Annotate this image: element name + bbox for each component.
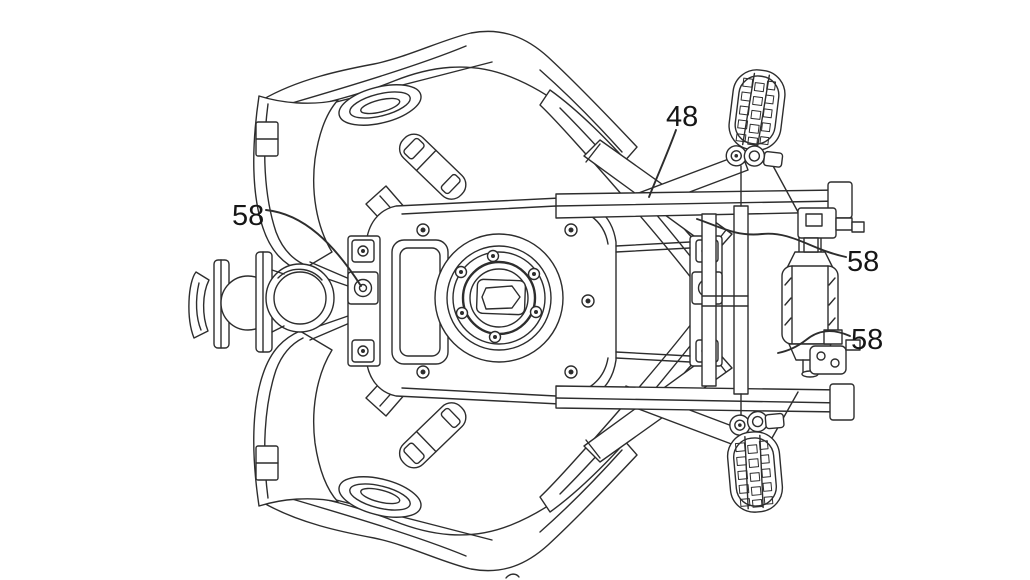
- wheel-upper-right: [725, 69, 786, 168]
- label-58-right-lower: 58: [851, 324, 883, 356]
- exhaust-end-ring-outer: [265, 263, 335, 333]
- exhaust-end-ring-inner: [273, 271, 327, 325]
- lower-rail-contour: [555, 397, 843, 404]
- bracket-lower-right: [809, 329, 861, 375]
- tire-outline: [726, 431, 784, 513]
- exhaust-ring-highlight: [277, 268, 323, 281]
- label-58-left: 58: [232, 200, 264, 232]
- wheel-hub-upper: [725, 145, 784, 168]
- exhaust-outlet: [188, 251, 335, 353]
- leader-58-right-lower: [777, 330, 851, 354]
- lower-rail-end-plate: [829, 383, 855, 421]
- tire-knobs: [735, 77, 777, 146]
- rear-frame: [555, 163, 855, 439]
- tire-inner: [732, 437, 778, 507]
- leader-lines: [265, 129, 851, 354]
- wheel-hub-lower: [729, 410, 785, 436]
- shock-absorber: [398, 133, 467, 200]
- mount-bracket-left: [347, 235, 381, 367]
- leader-48: [648, 129, 677, 198]
- body-panels-upper: [253, 30, 749, 287]
- top-fender-contour: [539, 69, 623, 153]
- muffler-band-hatch: [784, 277, 836, 326]
- left-edge-bracket: [255, 121, 279, 157]
- cover-bolt-circle: [454, 249, 543, 344]
- frame-detail-lines: [615, 241, 691, 363]
- exhaust-trumpet: [188, 271, 210, 339]
- housing-bolts: [416, 223, 595, 379]
- engine-cover: [434, 233, 564, 363]
- output-shaft: [481, 285, 521, 310]
- reference-labels: 48 58 58 58: [232, 101, 883, 356]
- label-58-right-upper: 58: [847, 246, 879, 278]
- trumpet-contour: [195, 282, 202, 331]
- frame-upright-inner: [701, 213, 717, 387]
- leader-58-right-upper: [696, 218, 847, 258]
- top-fender-contour: [291, 45, 467, 104]
- exhaust-connectors: [271, 269, 285, 333]
- cropped-text-mark: [505, 573, 520, 579]
- hub-link-upper: [740, 163, 799, 213]
- tire-knobs: [734, 440, 774, 508]
- top-fender-panel: [261, 30, 638, 164]
- handle-recess: [338, 84, 422, 126]
- label-48: 48: [666, 101, 698, 133]
- wheel-lower-right: [726, 410, 785, 513]
- frame-crossmember: [701, 295, 749, 307]
- tire-inner: [734, 75, 780, 145]
- leader-58-left: [265, 209, 362, 287]
